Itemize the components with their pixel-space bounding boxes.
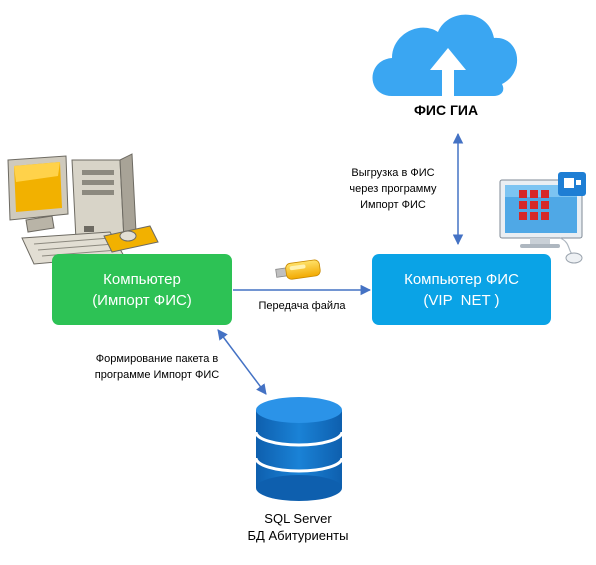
fis-computer-node: Компьютер ФИС (VIP NET ) xyxy=(372,254,551,325)
package-edge-label: Формирование пакета в программе Импорт Ф… xyxy=(74,351,240,383)
upload-label-line: через программу xyxy=(349,183,437,195)
desktop-computer-icon xyxy=(7,153,159,265)
local-computer-node: Компьютер (Импорт ФИС) xyxy=(52,254,232,325)
upload-label-line: Импорт ФИС xyxy=(360,199,426,211)
monitor-icon xyxy=(499,172,586,264)
package-label-line: программе Импорт ФИС xyxy=(94,369,220,381)
fis-computer-title: Компьютер ФИС xyxy=(404,270,519,288)
fis-computer-subtitle: (VIP NET ) xyxy=(423,291,500,309)
transfer-edge-label: Передача файла xyxy=(258,300,346,312)
local-computer-title: Компьютер xyxy=(103,270,181,288)
usb-flash-drive-icon xyxy=(275,259,321,280)
upload-label-line: Выгрузка в ФИС xyxy=(351,167,435,179)
cloud-label: ФИС ГИА xyxy=(413,102,479,118)
cloud-upload-icon xyxy=(372,14,518,96)
database-label: SQL Server БД Абитуриенты xyxy=(216,510,380,544)
package-connector xyxy=(217,329,267,395)
database-title: SQL Server xyxy=(264,511,332,526)
package-label-line: Формирование пакета в xyxy=(95,353,219,365)
upload-edge-label: Выгрузка в ФИС через программу Импорт ФИ… xyxy=(332,165,454,213)
database-icon xyxy=(254,397,344,501)
database-subtitle: БД Абитуриенты xyxy=(247,528,349,543)
local-computer-subtitle: (Импорт ФИС) xyxy=(92,291,192,309)
